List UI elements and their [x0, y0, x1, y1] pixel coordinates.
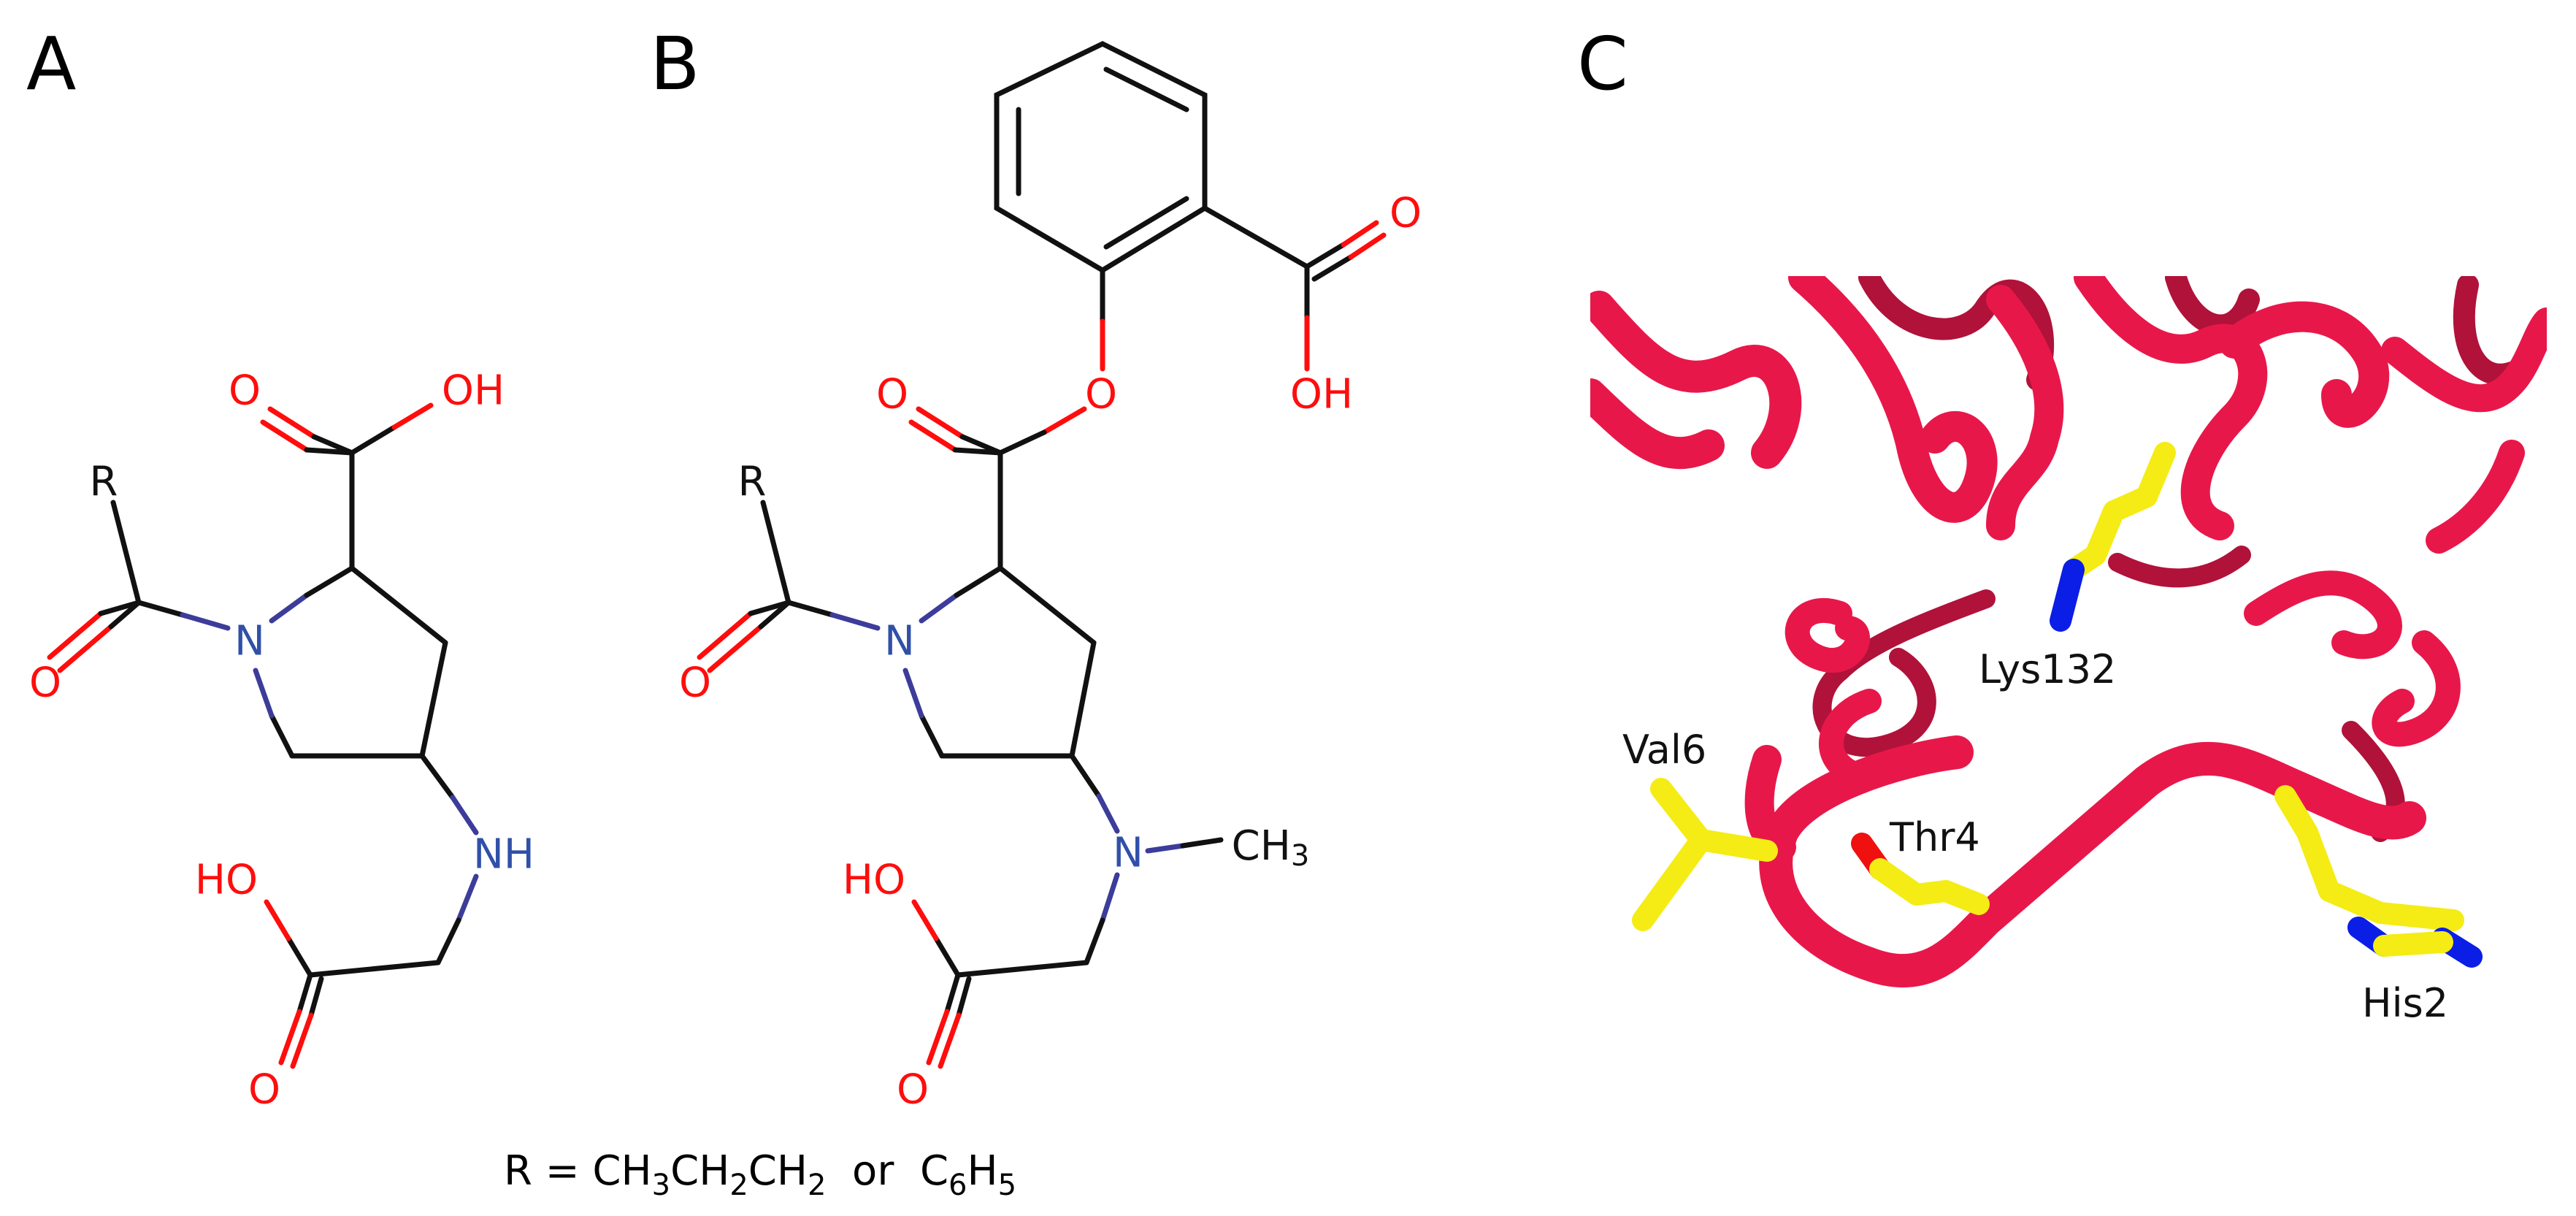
r-group-caption: R = CH3CH2CH2 or C6H5 [504, 1147, 1016, 1202]
atom-hydroxyl: HO [843, 857, 905, 904]
atom-methyl: CH3 [1232, 822, 1310, 873]
atom-r: R [738, 459, 767, 506]
atom-nitrogen: N [884, 618, 915, 665]
stick-lys132 [2050, 442, 2176, 632]
atom-oxygen: O [229, 367, 261, 415]
panel-letter-a: A [26, 21, 76, 107]
label-thr4: Thr4 [1889, 814, 1980, 860]
atom-oxygen: O [248, 1066, 280, 1114]
atom-nitrogen: N [1113, 830, 1143, 877]
atom-oxygen: O [1085, 371, 1117, 418]
label-lys132: Lys132 [1979, 646, 2116, 692]
atom-hydroxyl: OH [1290, 371, 1353, 418]
panel-letter-c: C [1577, 21, 1628, 107]
stick-his2 [2274, 785, 2483, 968]
structure-b: O OH O O R O N N CH3 HO O [679, 41, 1422, 1114]
atom-oxygen: O [1389, 190, 1422, 237]
label-val6: Val6 [1622, 727, 1706, 773]
label-his2: His2 [2362, 980, 2448, 1026]
atom-hydroxyl: OH [442, 367, 505, 415]
panel-letter-b: B [650, 21, 700, 107]
atom-nitrogen: N [234, 618, 265, 665]
atom-oxygen: O [876, 371, 908, 418]
atom-r: R [90, 459, 118, 506]
atom-hydroxyl: HO [195, 857, 258, 904]
atom-oxygen: O [29, 659, 61, 707]
structure-a: R O N O OH NH HO O [29, 367, 534, 1114]
atom-oxygen: O [897, 1066, 929, 1114]
stick-thr4 [1851, 833, 1990, 915]
stick-val6 [1632, 778, 1778, 931]
atom-oxygen: O [679, 659, 711, 707]
atom-amine: NH [473, 831, 534, 879]
